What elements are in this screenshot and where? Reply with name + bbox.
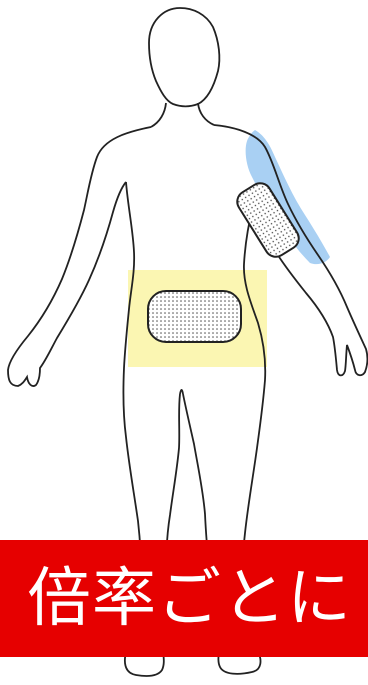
neck-left — [151, 103, 166, 127]
crotch-outline — [180, 390, 183, 394]
head-outline — [149, 8, 219, 106]
abdomen-patch — [148, 291, 241, 342]
banner-text: 倍率ごとに — [27, 567, 352, 631]
neck-right — [198, 103, 214, 125]
caption-banner: 倍率ごとに — [0, 540, 368, 657]
